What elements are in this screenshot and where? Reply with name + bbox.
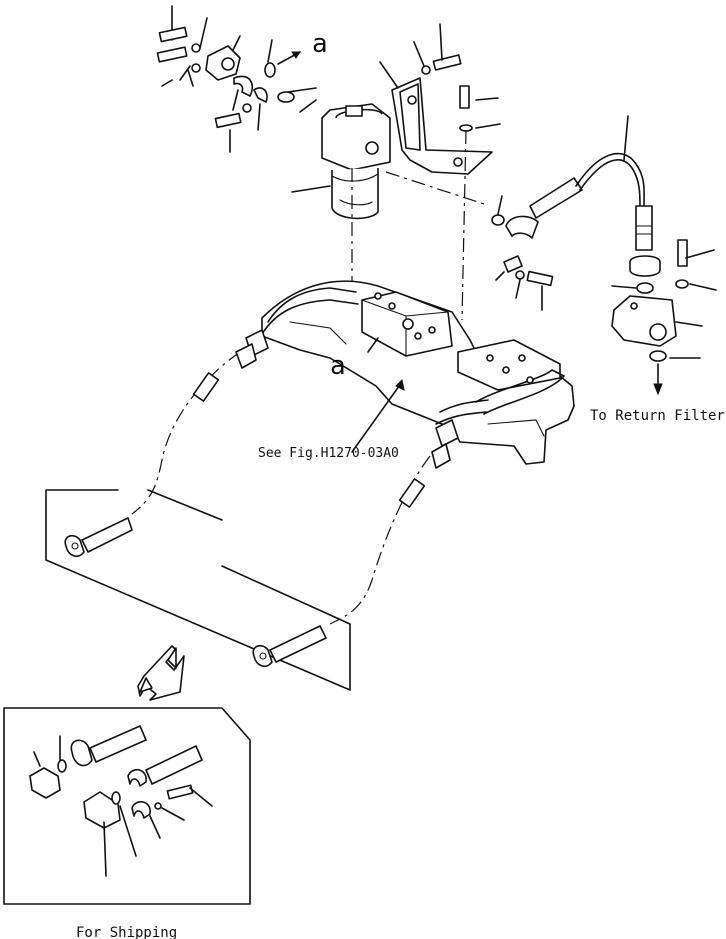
shipping-inset: For Shipping (3, 707, 251, 939)
ref-a-top: a (312, 29, 328, 59)
main-frame: a See Fig.H1270-03A0 (245, 280, 575, 465)
shipping-plane (45, 489, 351, 691)
hose-assembly (491, 115, 645, 311)
see-fig-label: See Fig.H1270-03A0 (258, 446, 399, 461)
line-filter (291, 99, 391, 320)
ref-a-mid: a (330, 351, 346, 381)
hose-runs (131, 343, 451, 625)
for-shipping-label: For Shipping (76, 925, 177, 939)
return-filter-label: To Return Filter (590, 408, 725, 424)
fittings-top-left: a (156, 5, 328, 153)
mounting-bracket (379, 23, 501, 321)
double-arrow (137, 645, 185, 701)
return-valve: To Return Filter (590, 205, 725, 424)
